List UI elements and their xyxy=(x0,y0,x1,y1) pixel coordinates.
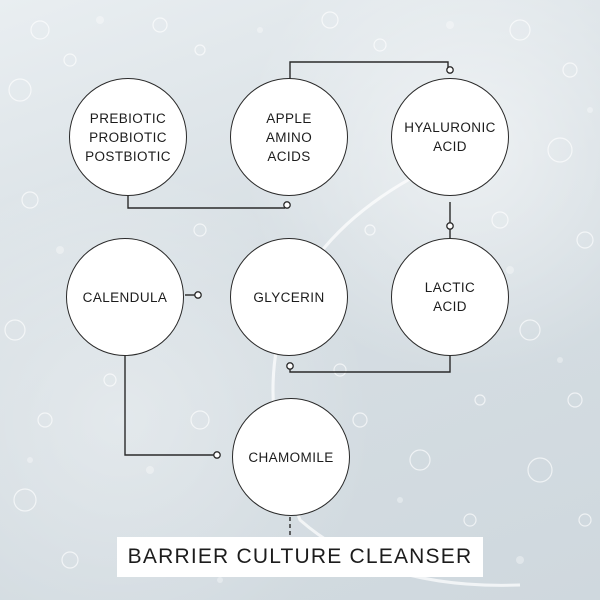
ingredient-label: PREBIOTIC PROBIOTIC POSTBIOTIC xyxy=(85,110,171,164)
connector-dot xyxy=(194,291,202,299)
product-title: BARRIER CULTURE CLEANSER xyxy=(127,545,473,568)
ingredient-label: LACTIC ACID xyxy=(424,280,476,314)
connector-dot xyxy=(446,66,454,74)
ingredient-label: CHAMOMILE xyxy=(248,449,334,465)
ingredient-label: CALENDULA xyxy=(82,289,168,305)
ingredient-label: APPLE AMINO ACIDS xyxy=(265,110,313,164)
ingredient-label: HYALURONIC ACID xyxy=(404,120,496,154)
connector-lactic-glycerin xyxy=(289,352,451,373)
connector-dot xyxy=(213,451,221,459)
ingredient-lactic-acid: LACTIC ACID xyxy=(391,238,509,356)
connector-dot xyxy=(446,222,454,230)
ingredient-hyaluronic-acid: HYALURONIC ACID xyxy=(391,78,509,196)
connector-dot xyxy=(286,362,294,370)
product-title-box: BARRIER CULTURE CLEANSER xyxy=(117,537,483,577)
connector-dot xyxy=(283,201,291,209)
ingredient-prebiotic-probiotic-postbiotic: PREBIOTIC PROBIOTIC POSTBIOTIC xyxy=(69,78,187,196)
connector-calendula-chamomile xyxy=(124,352,217,456)
ingredient-label: GLYCERIN xyxy=(253,289,325,305)
ingredient-chamomile: CHAMOMILE xyxy=(232,398,350,516)
connector-prebiotic-apple xyxy=(127,195,285,209)
ingredient-apple-amino-acids: APPLE AMINO ACIDS xyxy=(230,78,348,196)
ingredient-calendula: CALENDULA xyxy=(66,238,184,356)
connector-apple-hyaluronic xyxy=(289,61,449,80)
ingredient-glycerin: GLYCERIN xyxy=(230,238,348,356)
